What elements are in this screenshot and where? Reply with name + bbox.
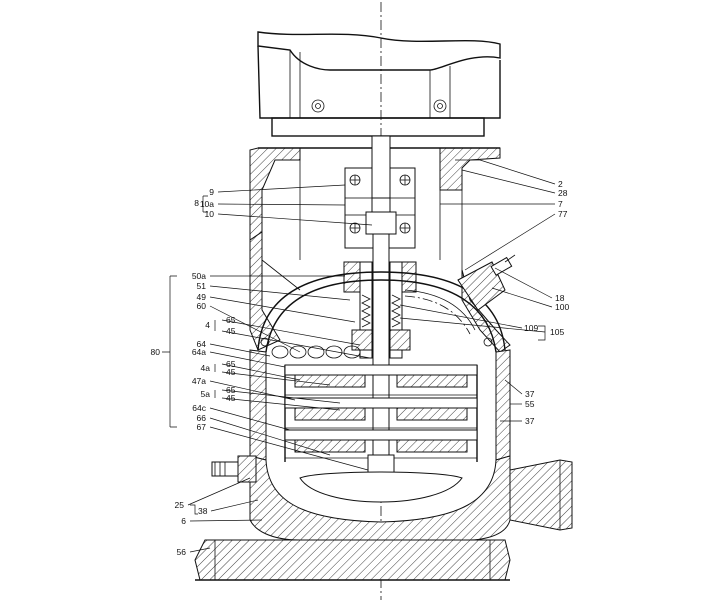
label-65-b: 65 [226, 359, 236, 369]
label-37-b: 37 [525, 416, 535, 426]
label-49: 49 [197, 292, 207, 302]
label-10: 10 [205, 209, 215, 219]
label-55: 55 [525, 399, 535, 409]
label-8: 8 [194, 198, 199, 208]
label-4: 4 [205, 320, 210, 330]
label-109: 109 [524, 323, 538, 333]
label-65-a: 65 [226, 315, 236, 325]
label-51: 51 [197, 281, 207, 291]
stage-chambers [249, 349, 511, 476]
label-6: 6 [181, 516, 186, 526]
pump-base [194, 455, 573, 581]
label-38: 38 [198, 506, 208, 516]
label-65-c: 65 [226, 385, 236, 395]
label-64a: 64a [192, 347, 206, 357]
chamber-stage-2 [284, 397, 478, 429]
label-50a: 50a [192, 271, 206, 281]
label-2: 2 [558, 179, 563, 189]
label-47a: 47a [192, 376, 206, 386]
shaft-seal [343, 261, 417, 359]
left-labels: 9 8 10a 10 50a 51 49 60 65 4 45 64 80 64… [151, 187, 236, 557]
label-60: 60 [197, 301, 207, 311]
label-105: 105 [550, 327, 564, 337]
right-leader-lines [399, 159, 556, 422]
drain-plug [211, 455, 257, 483]
label-5a: 5a [201, 389, 211, 399]
label-64c: 64c [192, 403, 206, 413]
label-7: 7 [558, 199, 563, 209]
chamber-stage-1 [284, 364, 478, 396]
label-100: 100 [555, 302, 569, 312]
label-77: 77 [558, 209, 568, 219]
label-37-a: 37 [525, 389, 535, 399]
label-67: 67 [197, 422, 207, 432]
motor-housing [257, 31, 501, 137]
label-10a: 10a [200, 199, 214, 209]
label-45-c: 45 [226, 393, 236, 403]
chamber-stage-3 [284, 429, 478, 459]
left-leader-lines [162, 184, 373, 553]
label-56: 56 [177, 547, 187, 557]
label-28: 28 [558, 188, 568, 198]
label-66: 66 [197, 413, 207, 423]
label-80: 80 [151, 347, 161, 357]
label-25: 25 [175, 500, 185, 510]
label-9: 9 [209, 187, 214, 197]
label-64: 64 [197, 339, 207, 349]
label-45-b: 45 [226, 367, 236, 377]
right-labels: 2 28 7 77 18 100 109 105 37 55 37 [524, 179, 569, 426]
vent-screw [457, 254, 516, 311]
pump-head [257, 271, 506, 359]
label-4a: 4a [201, 363, 211, 373]
shaft [371, 135, 391, 485]
label-18: 18 [555, 293, 565, 303]
label-45-a: 45 [226, 326, 236, 336]
